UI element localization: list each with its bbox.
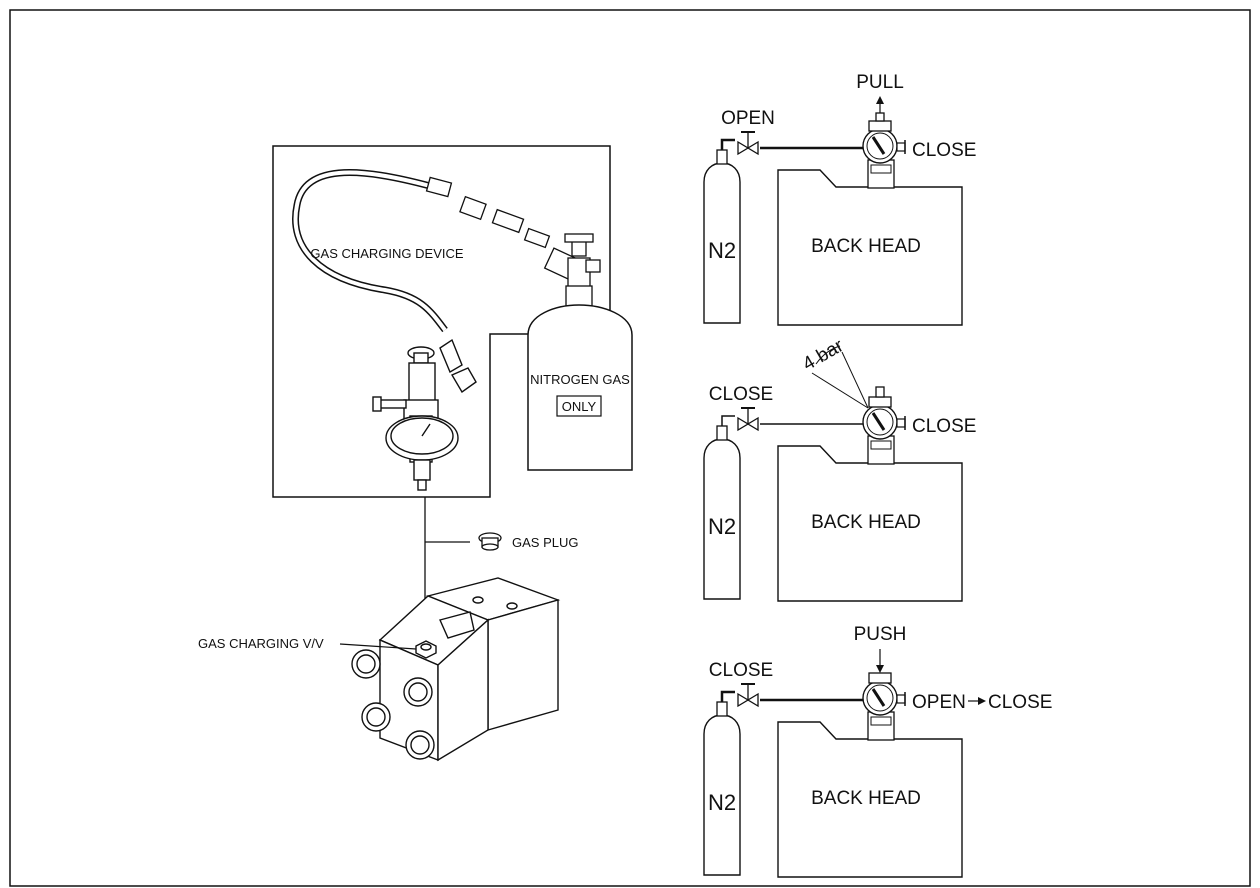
step-1-right-label: CLOSE [912, 140, 976, 161]
cylinder-valve [543, 233, 601, 307]
step-3-push: PUSH CLOSE OPEN CLOSE N2 BACK HEAD [702, 624, 1052, 879]
valve-leader-line [339, 643, 417, 650]
gas-charging-device-panel: NITROGEN GAS ONLY GAS CHARGING DEVICE [198, 145, 633, 762]
cylinder-only-box [556, 395, 602, 417]
cylinder-sublabel: ONLY [562, 399, 597, 414]
step-1-top-label: PULL [856, 72, 904, 93]
step-2-pressure-label: 4 bar [799, 335, 848, 375]
plug-label: GAS PLUG [512, 535, 578, 550]
hammer-block [351, 577, 561, 762]
step-3-valve-label: CLOSE [709, 660, 773, 681]
step-3-right-label-2: CLOSE [988, 692, 1052, 713]
hose-fittings [425, 176, 551, 249]
valve-label: GAS CHARGING V/V [198, 636, 324, 651]
step-3-tank-label: BACK HEAD [811, 788, 921, 809]
gas-plug [478, 532, 502, 551]
step-1-tank-label: BACK HEAD [811, 236, 921, 257]
step-1-open: PULL OPEN CLOSE N2 BACK HEAD [702, 72, 976, 327]
charging-device-body [372, 338, 477, 491]
step-2-cylinder-label: N2 [708, 514, 736, 539]
device-inset-box [272, 145, 611, 498]
page-frame [9, 9, 1251, 887]
step-3-top-label: PUSH [854, 624, 907, 645]
cylinder-label: NITROGEN GAS [530, 372, 630, 387]
step-3-cylinder-label: N2 [708, 790, 736, 815]
step-2-tank-label: BACK HEAD [811, 512, 921, 533]
step-1-valve-label: OPEN [721, 108, 775, 129]
nitrogen-cylinder [527, 304, 633, 471]
step-2-valve-label: CLOSE [709, 384, 773, 405]
step-2-right-label: CLOSE [912, 416, 976, 437]
step-3-right-label: OPEN [912, 692, 966, 713]
step-2-pressure: 4 bar CLOSE CLOSE N2 BACK HEAD [702, 335, 976, 603]
device-label: GAS CHARGING DEVICE [310, 246, 463, 261]
step-1-cylinder-label: N2 [708, 238, 736, 263]
